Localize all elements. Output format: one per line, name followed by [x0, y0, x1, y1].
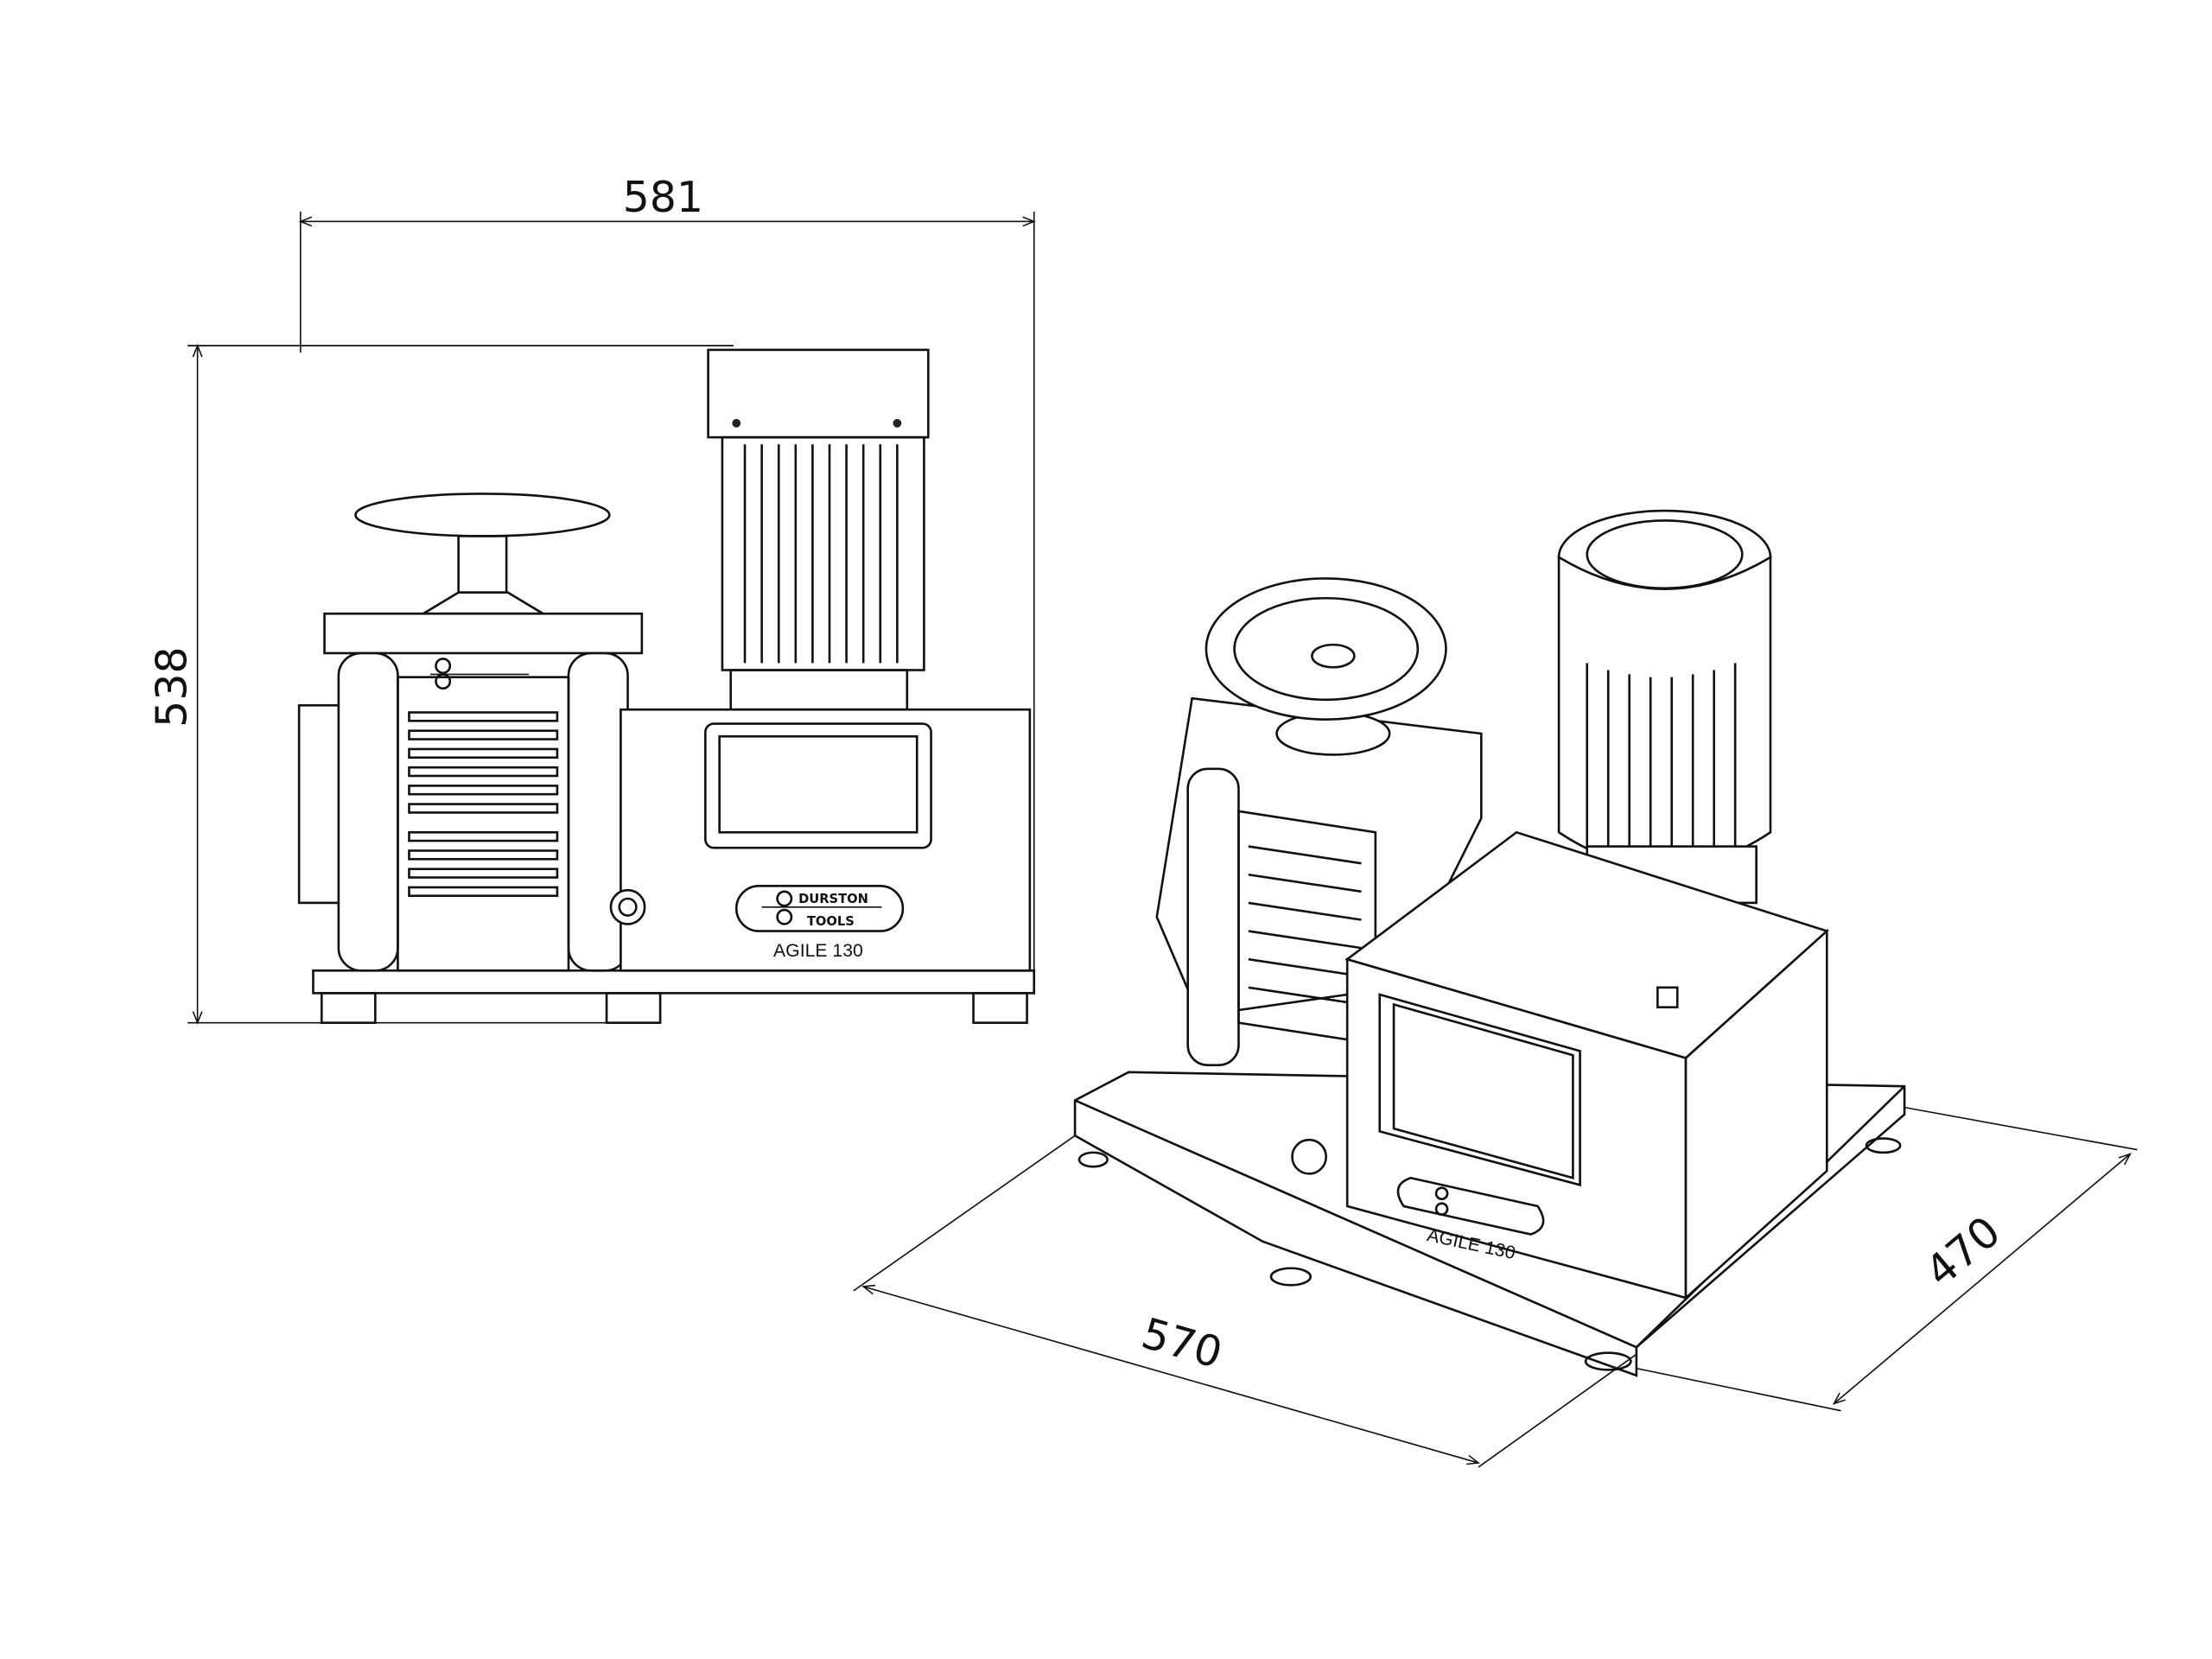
- brand-logo-iso: [1396, 1176, 1545, 1236]
- brand-line1: DURSTON: [798, 892, 868, 906]
- dimension-label-length: 570: [1136, 1308, 1228, 1378]
- dimension-label-width: 581: [623, 173, 703, 222]
- dimension-label-depth: 470: [1916, 1207, 2010, 1297]
- brand-line2: TOOLS: [807, 914, 855, 929]
- front-view: DURSTON TOOLS AGILE 130: [297, 348, 1036, 1024]
- isometric-view: AGILE 130: [1073, 509, 1906, 1377]
- brand-logo-front: DURSTON TOOLS: [734, 885, 905, 932]
- dimension-label-height: 538: [148, 646, 197, 727]
- dimension-height: 538: [148, 343, 734, 1025]
- model-label-front: AGILE 130: [773, 941, 863, 961]
- dimension-width: 581: [298, 173, 1036, 974]
